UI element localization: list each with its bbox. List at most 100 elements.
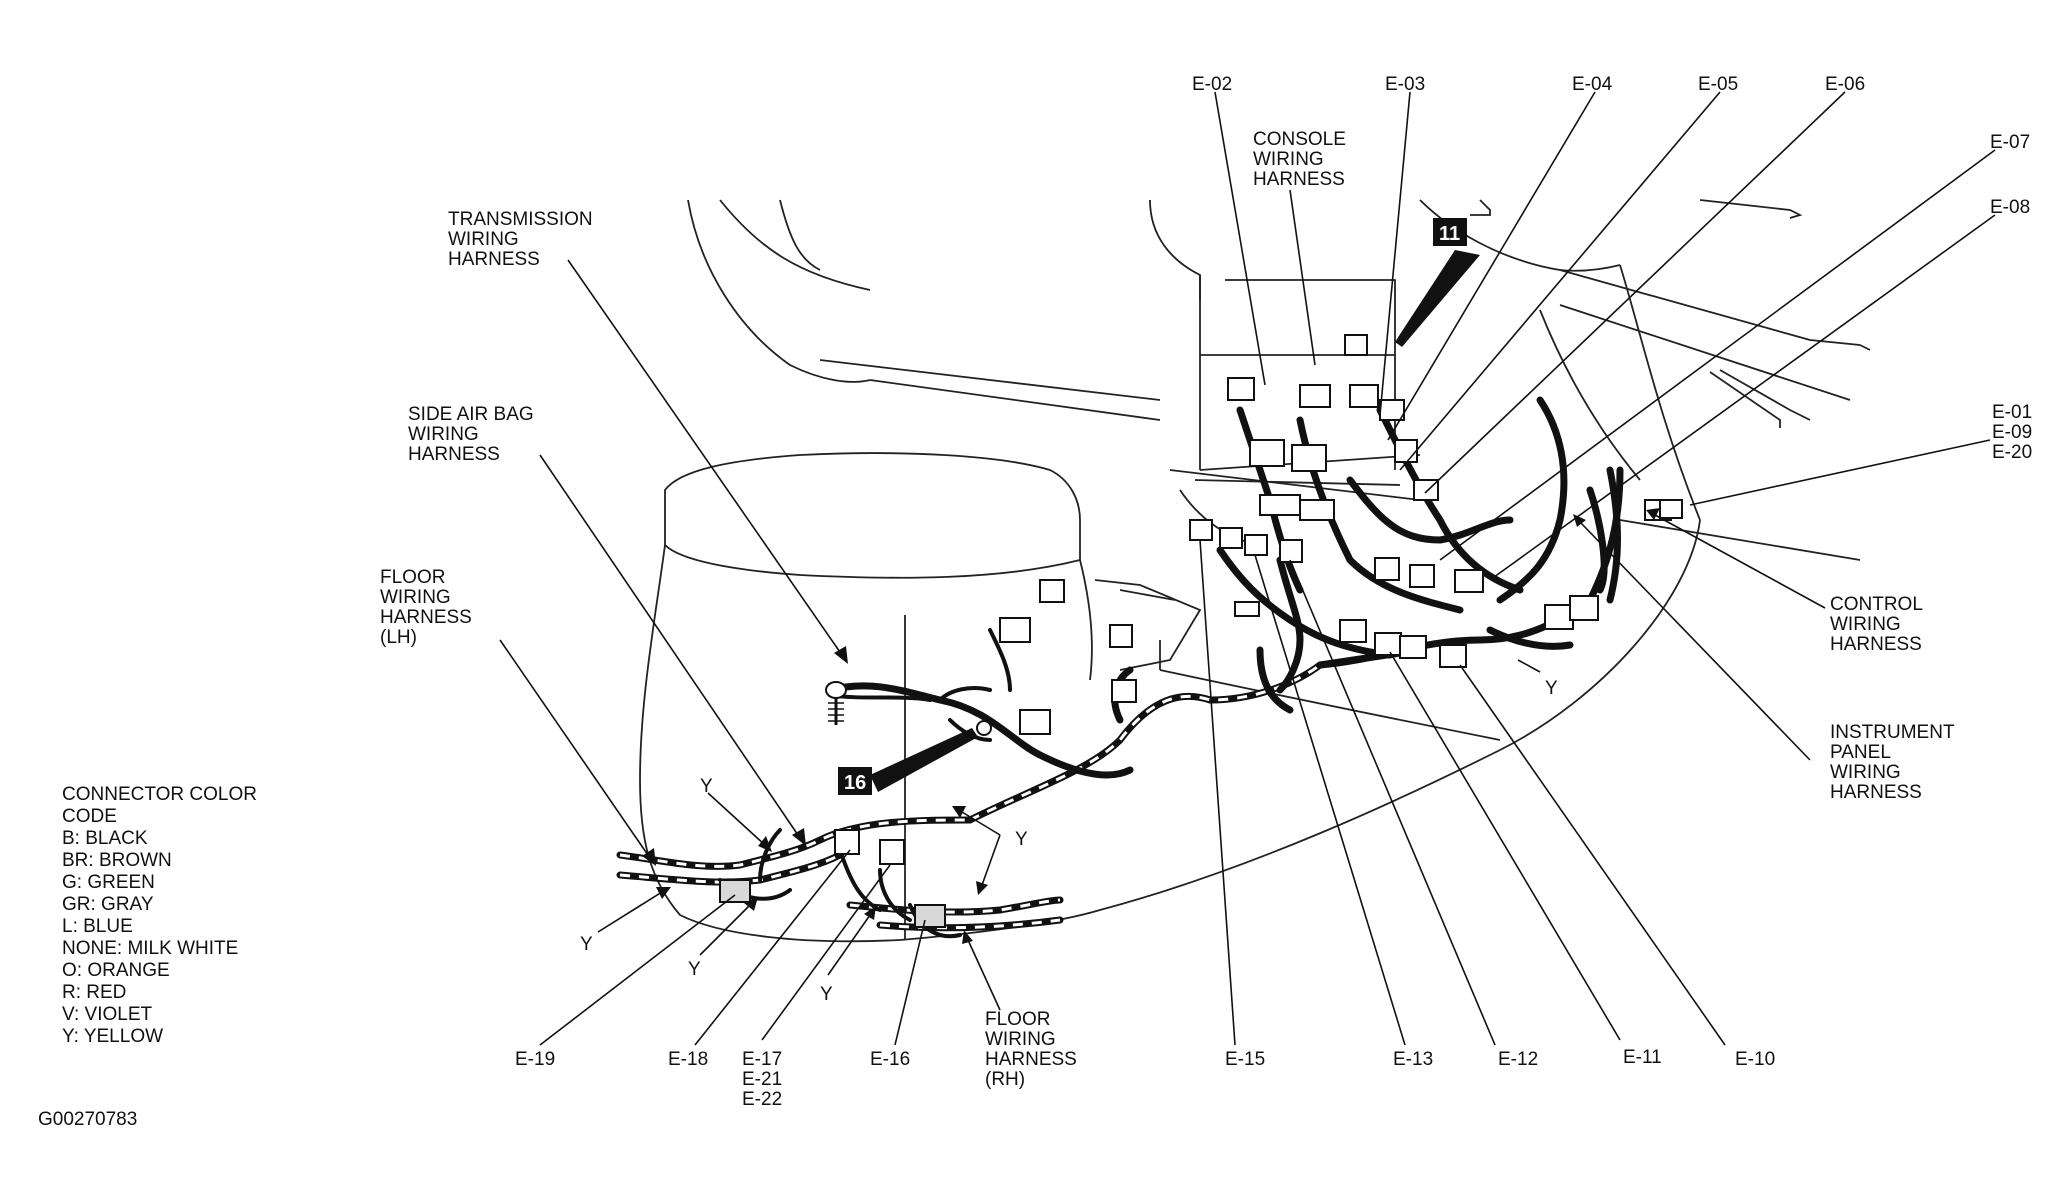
svg-text:HARNESS: HARNESS xyxy=(1253,169,1345,190)
svg-text:HARNESS: HARNESS xyxy=(1830,634,1922,655)
harness-wiring xyxy=(616,396,1624,939)
legend-entry: R: RED xyxy=(62,982,126,1003)
connector-block xyxy=(1659,499,1683,519)
color-code-legend: CONNECTOR COLOR CODE B: BLACK BR: BROWN … xyxy=(62,784,257,1047)
connector-block xyxy=(719,879,751,903)
label-e22: E-22 xyxy=(742,1089,782,1110)
label-e18: E-18 xyxy=(668,1049,708,1070)
svg-text:HARNESS: HARNESS xyxy=(1830,782,1922,803)
connector-block xyxy=(1299,384,1331,408)
svg-text:WIRING: WIRING xyxy=(1830,614,1901,635)
svg-text:INSTRUMENT: INSTRUMENT xyxy=(1830,722,1955,743)
legend-title: CONNECTOR COLOR xyxy=(62,784,257,805)
connector-block xyxy=(1279,539,1303,563)
connector-block xyxy=(1227,377,1255,401)
legend-entry: L: BLUE xyxy=(62,916,133,937)
svg-text:SIDE AIR BAG: SIDE AIR BAG xyxy=(408,404,534,425)
svg-text:FLOOR: FLOOR xyxy=(985,1009,1050,1030)
connector-block xyxy=(1259,494,1301,516)
legend-entry: G: GREEN xyxy=(62,872,155,893)
label-e04: E-04 xyxy=(1572,74,1613,95)
svg-text:WIRING: WIRING xyxy=(380,587,451,608)
connector-block xyxy=(879,839,905,865)
connector-block xyxy=(1439,644,1467,668)
figure-id: G00270783 xyxy=(38,1109,137,1130)
legend-entry: B: BLACK xyxy=(62,828,148,849)
connector-block xyxy=(1344,334,1368,356)
svg-text:(LH): (LH) xyxy=(380,627,417,648)
label-e15: E-15 xyxy=(1225,1049,1265,1070)
label-e10: E-10 xyxy=(1735,1049,1775,1070)
legend-entry: GR: GRAY xyxy=(62,894,154,915)
connector-block xyxy=(1219,527,1243,549)
legend-entry: Y: YELLOW xyxy=(62,1026,163,1047)
top-connector-labels: E-02 E-03 E-04 E-05 E-06 E-07 E-08 E-01 … xyxy=(1192,74,2032,463)
connector-block xyxy=(1291,444,1327,472)
instrument-panel-harness-label: INSTRUMENT PANEL WIRING HARNESS xyxy=(1830,722,1955,803)
leader-lines xyxy=(499,91,1996,1046)
svg-text:FLOOR: FLOOR xyxy=(380,567,445,588)
yellow-markers: Y Y Y Y Y Y xyxy=(580,678,1558,1005)
label-e20: E-20 xyxy=(1992,442,2032,463)
legend-entry: NONE: MILK WHITE xyxy=(62,938,238,959)
connector-block xyxy=(999,617,1031,643)
connector-block xyxy=(834,829,860,855)
svg-text:(RH): (RH) xyxy=(985,1069,1025,1090)
label-e21: E-21 xyxy=(742,1069,782,1090)
side-air-bag-harness-label: SIDE AIR BAG WIRING HARNESS xyxy=(408,404,534,465)
connector-block xyxy=(1374,557,1400,581)
svg-text:CONTROL: CONTROL xyxy=(1830,594,1923,615)
badge-16-label: 16 xyxy=(844,772,866,794)
svg-text:HARNESS: HARNESS xyxy=(408,444,500,465)
label-e16: E-16 xyxy=(870,1049,910,1070)
connector-block xyxy=(1189,519,1213,541)
svg-text:WIRING: WIRING xyxy=(448,229,519,250)
connector-block xyxy=(1569,595,1599,621)
connector-block xyxy=(1299,499,1335,521)
connector-block xyxy=(1244,534,1268,556)
label-e08: E-08 xyxy=(1990,197,2030,218)
connector-block xyxy=(1109,624,1133,648)
connector-block xyxy=(1234,601,1260,617)
connector-block xyxy=(1349,384,1379,408)
svg-text:WIRING: WIRING xyxy=(408,424,479,445)
svg-text:TRANSMISSION: TRANSMISSION xyxy=(448,209,593,230)
connector-block xyxy=(1399,635,1427,659)
connector-block xyxy=(1379,399,1405,421)
legend-entry: BR: BROWN xyxy=(62,850,172,871)
svg-text:HARNESS: HARNESS xyxy=(985,1049,1077,1070)
connector-block xyxy=(1339,619,1367,643)
floor-lh-harness-label: FLOOR WIRING HARNESS (LH) xyxy=(380,567,472,648)
label-e11: E-11 xyxy=(1623,1047,1662,1068)
legend-entry: O: ORANGE xyxy=(62,960,170,981)
legend-title-2: CODE xyxy=(62,806,117,827)
connector-block xyxy=(1111,679,1137,703)
ground-bolt-icon xyxy=(825,681,992,736)
svg-text:HARNESS: HARNESS xyxy=(448,249,540,270)
connector-block xyxy=(1394,439,1418,463)
label-e05: E-05 xyxy=(1698,74,1738,95)
label-e09: E-09 xyxy=(1992,422,2032,443)
marker-y: Y xyxy=(1545,678,1558,699)
transmission-harness-label: TRANSMISSION WIRING HARNESS xyxy=(448,209,593,270)
marker-y: Y xyxy=(1015,829,1028,850)
label-e06: E-06 xyxy=(1825,74,1865,95)
marker-y: Y xyxy=(700,776,713,797)
svg-text:PANEL: PANEL xyxy=(1830,742,1891,763)
label-e17: E-17 xyxy=(742,1049,782,1070)
label-e12: E-12 xyxy=(1498,1049,1538,1070)
console-harness-label: CONSOLE WIRING HARNESS xyxy=(1253,129,1346,190)
label-e19: E-19 xyxy=(515,1049,555,1070)
marker-y: Y xyxy=(580,934,593,955)
connector-block xyxy=(1374,632,1402,656)
connector-block xyxy=(1409,564,1435,588)
svg-text:HARNESS: HARNESS xyxy=(380,607,472,628)
badge-11-label: 11 xyxy=(1439,223,1460,245)
vehicle-body-outline xyxy=(639,199,1871,943)
connector-block xyxy=(1413,479,1439,501)
label-e01: E-01 xyxy=(1992,402,2032,423)
marker-y: Y xyxy=(820,984,833,1005)
marker-y: Y xyxy=(688,959,701,980)
label-e02: E-02 xyxy=(1192,74,1232,95)
control-harness-label: CONTROL WIRING HARNESS xyxy=(1830,594,1923,655)
